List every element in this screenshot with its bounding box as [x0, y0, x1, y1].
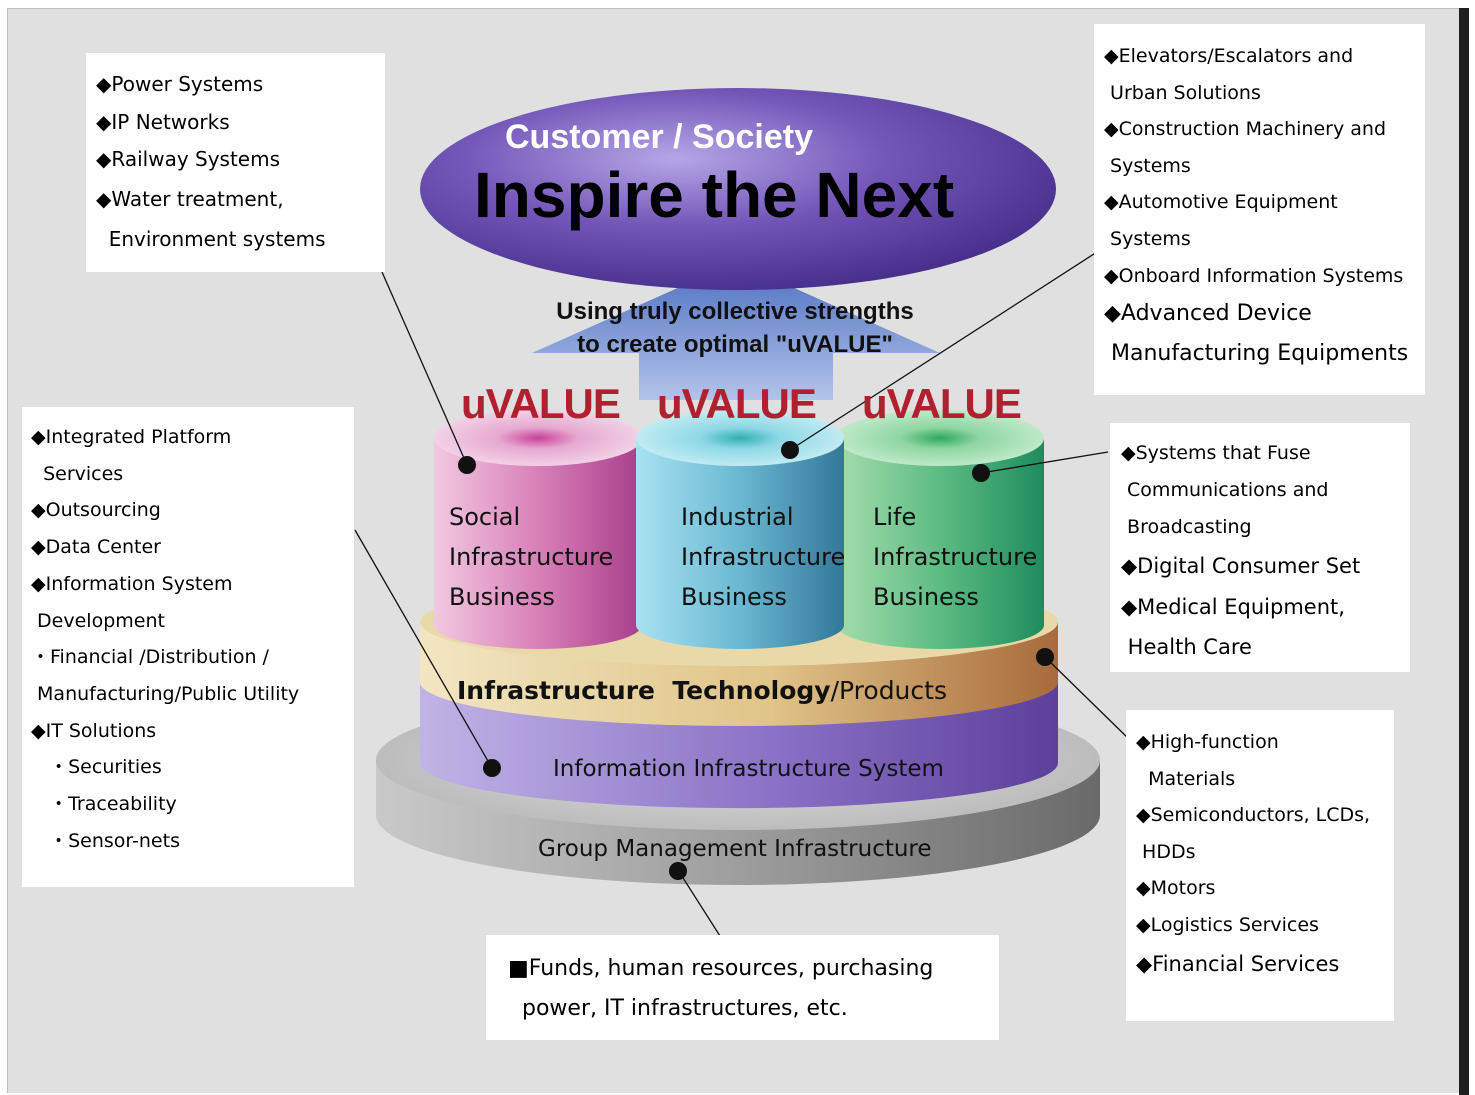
- information-connector-dot: [483, 759, 501, 777]
- social-business-label: Social Infrastructure Business: [449, 503, 614, 611]
- technology-layer-label: Infrastructure Technology/Products: [457, 676, 947, 705]
- list-item: ◆Onboard Information Systems: [1104, 264, 1404, 287]
- industrial-businesses-box: ◆Elevators/Escalators and Urban Solution…: [1094, 24, 1425, 395]
- list-item: Systems: [1104, 154, 1191, 177]
- list-item: ◆Data Center: [31, 536, 161, 559]
- group-resources-box: ■Funds, human resources, purchasing powe…: [486, 935, 999, 1040]
- uvalue-social: uVALUE: [461, 380, 621, 427]
- social-connector-dot: [458, 456, 476, 474]
- technology-connector-dot: [1036, 648, 1054, 666]
- information-layer-label: Information Infrastructure System: [553, 756, 944, 782]
- list-item: ◆Information System: [31, 572, 233, 595]
- list-item: ・Securities: [31, 756, 162, 779]
- life-cylinder: [836, 410, 1044, 649]
- list-item: Development: [31, 609, 165, 632]
- list-item: ◆Advanced Device: [1104, 301, 1312, 327]
- arrow-text-line2: to create optimal "uVALUE": [577, 331, 893, 358]
- list-item: ◆Railway Systems: [96, 147, 281, 171]
- life-connector-dot: [972, 464, 990, 482]
- arrow-text: Using truly collective strengths to crea…: [520, 295, 950, 361]
- arrow-text-line1: Using truly collective strengths: [556, 298, 914, 325]
- customer-society-ellipse: [420, 88, 1056, 290]
- technology-layer-main: Infrastructure Technology: [457, 676, 831, 705]
- list-item: Manufacturing/Public Utility: [31, 682, 300, 705]
- list-item: ◆IP Networks: [96, 110, 230, 134]
- list-item: ◆Automotive Equipment: [1104, 191, 1338, 214]
- list-item: HDDs: [1136, 840, 1196, 863]
- industrial-business-label: Industrial Infrastructure Business: [681, 503, 846, 611]
- group-connector-dot: [669, 862, 687, 880]
- list-item: ◆IT Solutions: [31, 719, 157, 742]
- list-item: ■Funds, human resources, purchasing: [508, 956, 934, 981]
- panel-shadow: [1459, 8, 1469, 1095]
- uvalue-industrial: uVALUE: [657, 380, 817, 427]
- list-item: Systems: [1104, 227, 1191, 250]
- list-item: ・Sensor-nets: [31, 829, 180, 852]
- list-item: ・Financial /Distribution /: [31, 646, 269, 669]
- list-item: ◆High-function: [1136, 731, 1279, 753]
- list-item: ◆Elevators/Escalators and: [1104, 45, 1354, 67]
- uvalue-life: uVALUE: [862, 380, 1022, 427]
- group-layer-label: Group Management Infrastructure: [538, 836, 932, 862]
- list-item: ◆Medical Equipment,: [1121, 595, 1345, 619]
- list-item: Urban Solutions: [1104, 81, 1261, 104]
- technology-layer-suffix: /Products: [830, 676, 947, 705]
- list-item: Environment systems: [96, 227, 326, 251]
- list-item: Broadcasting: [1121, 516, 1252, 538]
- list-item: ◆Systems that Fuse: [1121, 442, 1311, 464]
- list-item: ◆Construction Machinery and: [1104, 118, 1387, 141]
- connector-lines: [354, 251, 1133, 937]
- list-item: ◆Logistics Services: [1136, 913, 1319, 936]
- list-item: Health Care: [1121, 635, 1252, 659]
- list-item: ◆Financial Services: [1136, 951, 1340, 976]
- list-item: ◆Motors: [1136, 877, 1216, 900]
- list-item: Manufacturing Equipments: [1104, 341, 1409, 367]
- social-cylinder: [434, 410, 642, 649]
- life-business-label: Life Infrastructure Business: [873, 503, 1038, 611]
- list-item: ◆Water treatment,: [96, 187, 284, 211]
- industrial-connector-dot: [781, 441, 799, 459]
- strength-arrow: [532, 262, 940, 400]
- list-item: power, IT infrastructures, etc.: [508, 996, 848, 1021]
- list-item: ◆Outsourcing: [31, 499, 161, 522]
- inspire-the-next-title: Inspire the Next: [474, 159, 955, 231]
- social-businesses-box: ◆Power Systems ◆IP Networks ◆Railway Sys…: [86, 53, 385, 272]
- list-item: Materials: [1136, 767, 1236, 790]
- information-businesses-box: ◆Integrated Platform Services ◆Outsourci…: [22, 407, 354, 887]
- list-item: Communications and: [1121, 479, 1329, 501]
- technology-businesses-box: ◆High-function Materials ◆Semiconductors…: [1126, 710, 1394, 1021]
- list-item: ◆Semiconductors, LCDs,: [1136, 804, 1371, 827]
- life-businesses-box: ◆Systems that Fuse Communications and Br…: [1110, 423, 1410, 672]
- customer-society-label: Customer / Society: [505, 118, 813, 156]
- list-item: Services: [31, 462, 124, 485]
- list-item: ◆Integrated Platform: [31, 426, 232, 448]
- list-item: ◆Digital Consumer Set: [1121, 554, 1361, 578]
- list-item: ・Traceability: [31, 793, 177, 816]
- list-item: ◆Power Systems: [96, 72, 264, 96]
